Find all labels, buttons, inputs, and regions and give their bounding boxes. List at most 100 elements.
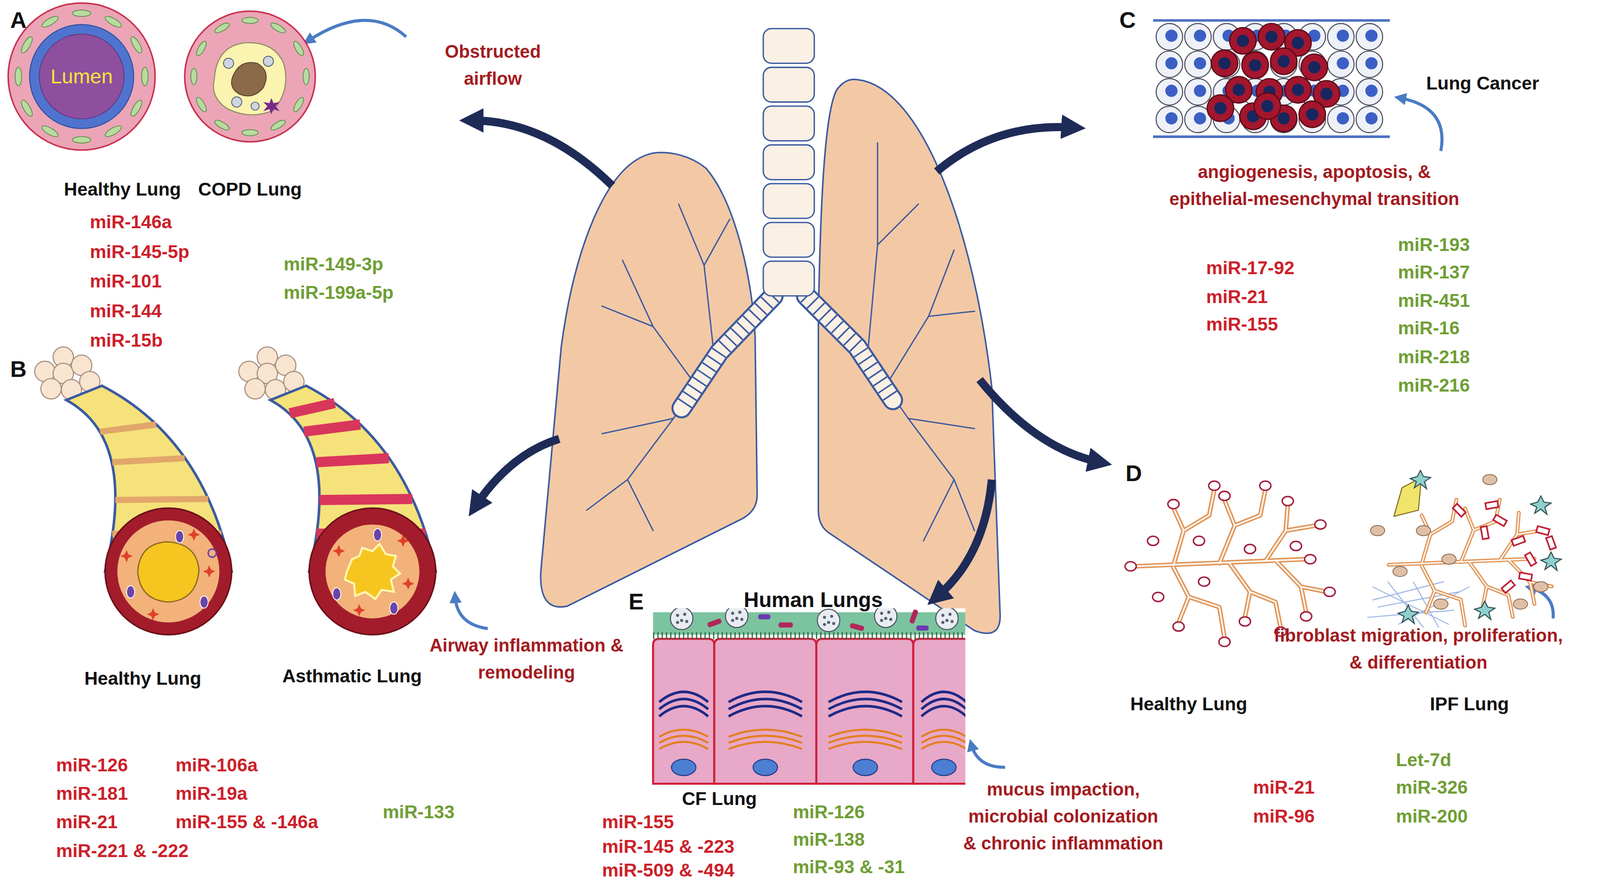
lung-illustration [681,295,774,409]
healthy-alveoli [1125,561,1137,571]
healthy-bronchiole [105,508,232,635]
asthmatic-bronchiole [309,508,436,635]
tumour-cells [1301,53,1328,81]
fibrotic-alveoli [1492,514,1507,527]
panel-arrow [979,379,1100,463]
healthy-alveoli [1282,496,1294,506]
panel-caption: COPD Lung [198,179,303,200]
copd-airway-section [241,129,259,136]
upregulated-mirna: miR-17-92 [1206,258,1295,279]
cf-epithelium [728,698,803,710]
fibrotic-alveoli [1536,526,1550,536]
fibrotic-alveoli [1397,605,1419,624]
upregulated-mirna: miR-155 [601,812,674,833]
lung-illustration [540,152,758,608]
cf-epithelium [652,612,966,635]
healthy-airway-section [40,124,60,139]
cf-epithelium [659,706,708,717]
copd-airway-section [194,96,208,114]
cf-epithelium [921,706,966,717]
fibrotic-alveoli [1367,470,1562,628]
asthmatic-bronchiole [319,499,413,501]
tumour-cells [1229,27,1257,54]
cf-epithelium [714,638,817,784]
upregulated-mirna: miR-145 & -223 [601,836,735,858]
cf-epithelium [728,706,803,717]
tumour-cells [1258,23,1285,51]
upregulated-mirna: miR-221 & -222 [56,840,189,862]
asthmatic-bronchiole [244,378,266,400]
illustration [8,2,1562,786]
cf-epithelium [671,759,697,776]
lung-illustration [805,295,893,401]
asthmatic-bronchiole [332,545,346,558]
fibrotic-alveoli [1511,536,1526,546]
healthy-airway-section [128,35,144,55]
asthmatic-bronchiole [316,458,389,463]
cf-epithelium [828,691,903,703]
healthy-airway-section [72,9,91,17]
healthy-bronchiole [99,424,157,432]
asthmatic-bronchiole [353,604,366,617]
lung-illustration [627,479,653,531]
panel-caption: Healthy Lung [63,179,181,200]
downregulated-mirna: miR-126 [792,802,865,823]
panel-caption: IPF Lung [1430,694,1510,715]
copd-airway-section [194,39,208,57]
panel-letter: B [10,357,27,383]
cf-epithelium [921,698,966,710]
panel-arrow [936,479,992,598]
asthmatic-bronchiole [238,347,436,635]
lung-illustration [763,28,815,296]
downregulated-mirna: miR-93 & -31 [792,857,905,878]
cf-epithelium [652,638,715,784]
panel-caption: Healthy Lung [84,668,202,689]
upregulated-mirna: miR-21 [1252,777,1315,798]
healthy-alveoli [1198,577,1210,587]
lung-illustration [681,295,774,409]
panel-letter: E [628,589,644,615]
healthy-bronchiole [126,530,208,609]
cf-epithelium [659,691,708,703]
fibrotic-alveoli [1393,566,1408,577]
tumour-cells [1156,23,1183,51]
downregulated-mirna: miR-218 [1397,347,1470,368]
healthy-airway-section [40,14,60,29]
healthy-alveoli [1239,616,1251,626]
copd-airway-section [269,118,287,132]
downregulated-mirna: miR-137 [1397,262,1470,283]
tumour-cells [1156,78,1183,106]
fibrotic-alveoli [1482,474,1497,485]
upregulated-mirna: miR-126 [56,755,129,776]
downregulated-mirna: miR-200 [1395,806,1468,827]
fibrotic-alveoli [1530,495,1552,515]
tumour-cells [1184,51,1212,78]
tumour-cells [1156,106,1183,133]
fibrotic-alveoli [1388,499,1552,626]
lung-illustration [601,418,674,434]
upregulated-mirna: miR-106a [175,755,258,776]
fibrotic-alveoli [1370,525,1385,537]
upregulated-mirna: miR-181 [56,783,129,805]
fibrotic-alveoli [1388,499,1552,626]
cf-epithelium [916,625,929,631]
cf-epithelium [921,691,966,703]
fibrotic-alveoli [1474,600,1495,620]
asthmatic-bronchiole [344,544,400,599]
upregulated-mirna: miR-155 & -146a [175,812,319,833]
lung-illustration [887,250,955,383]
healthy-alveoli [1125,481,1336,647]
healthy-bronchiole [137,541,199,602]
fibrotic-alveoli [1370,474,1548,609]
tumour-cells [1184,78,1212,106]
copd-airway-section [190,68,197,85]
fibrotic-alveoli [1485,500,1499,510]
lung-illustration [681,295,774,409]
upregulated-mirna: miR-96 [1252,806,1315,827]
cf-epithelium [828,741,903,750]
copd-airway-section [303,68,310,85]
healthy-airway-section [19,35,35,55]
fibrotic-alveoli [1433,598,1449,610]
healthy-alveoli [1134,489,1327,638]
upregulated-mirna: miR-146a [89,212,172,233]
